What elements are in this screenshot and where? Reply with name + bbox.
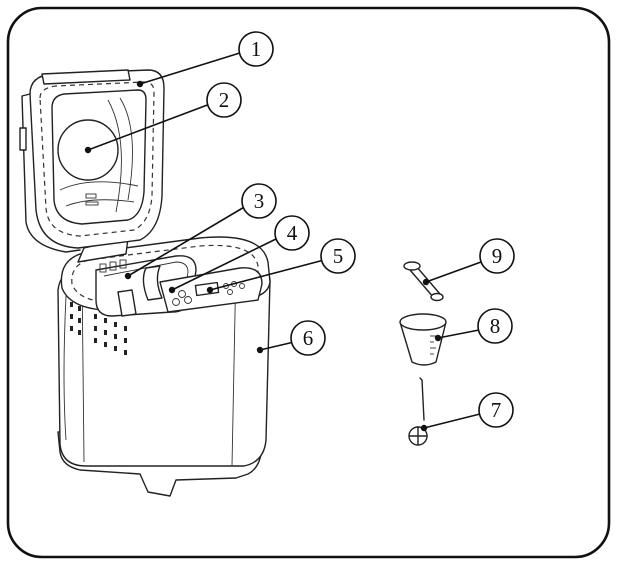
callout-3: 3 [124, 183, 277, 280]
kneading-blade [117, 289, 137, 317]
callout-7: 7 [420, 392, 514, 432]
callout-label: 9 [492, 244, 503, 268]
callout-label: 1 [251, 37, 262, 61]
callout-label: 5 [333, 244, 344, 268]
vent-holes-left [70, 302, 81, 335]
callout-4: 4 [168, 215, 310, 294]
callout-label: 4 [287, 221, 298, 245]
lid-handle [41, 69, 131, 85]
rim-buttons [99, 259, 127, 273]
vent-holes-front [94, 314, 127, 355]
callout-label: 6 [303, 326, 314, 350]
callout-label: 2 [219, 88, 230, 112]
viewing-window [51, 89, 147, 225]
callout-5: 5 [206, 238, 356, 294]
measuring-cup [399, 313, 447, 366]
callout-8: 8 [434, 308, 513, 344]
callout-1: 1 [136, 31, 274, 88]
callout-label: 8 [490, 314, 501, 338]
hook-tool [408, 377, 428, 446]
callout-9: 9 [422, 238, 515, 286]
bread-maker [19, 69, 271, 497]
callout-label: 7 [491, 398, 502, 422]
callout-6: 6 [256, 320, 326, 356]
callout-label: 3 [254, 189, 265, 213]
callout-2: 2 [84, 82, 242, 154]
